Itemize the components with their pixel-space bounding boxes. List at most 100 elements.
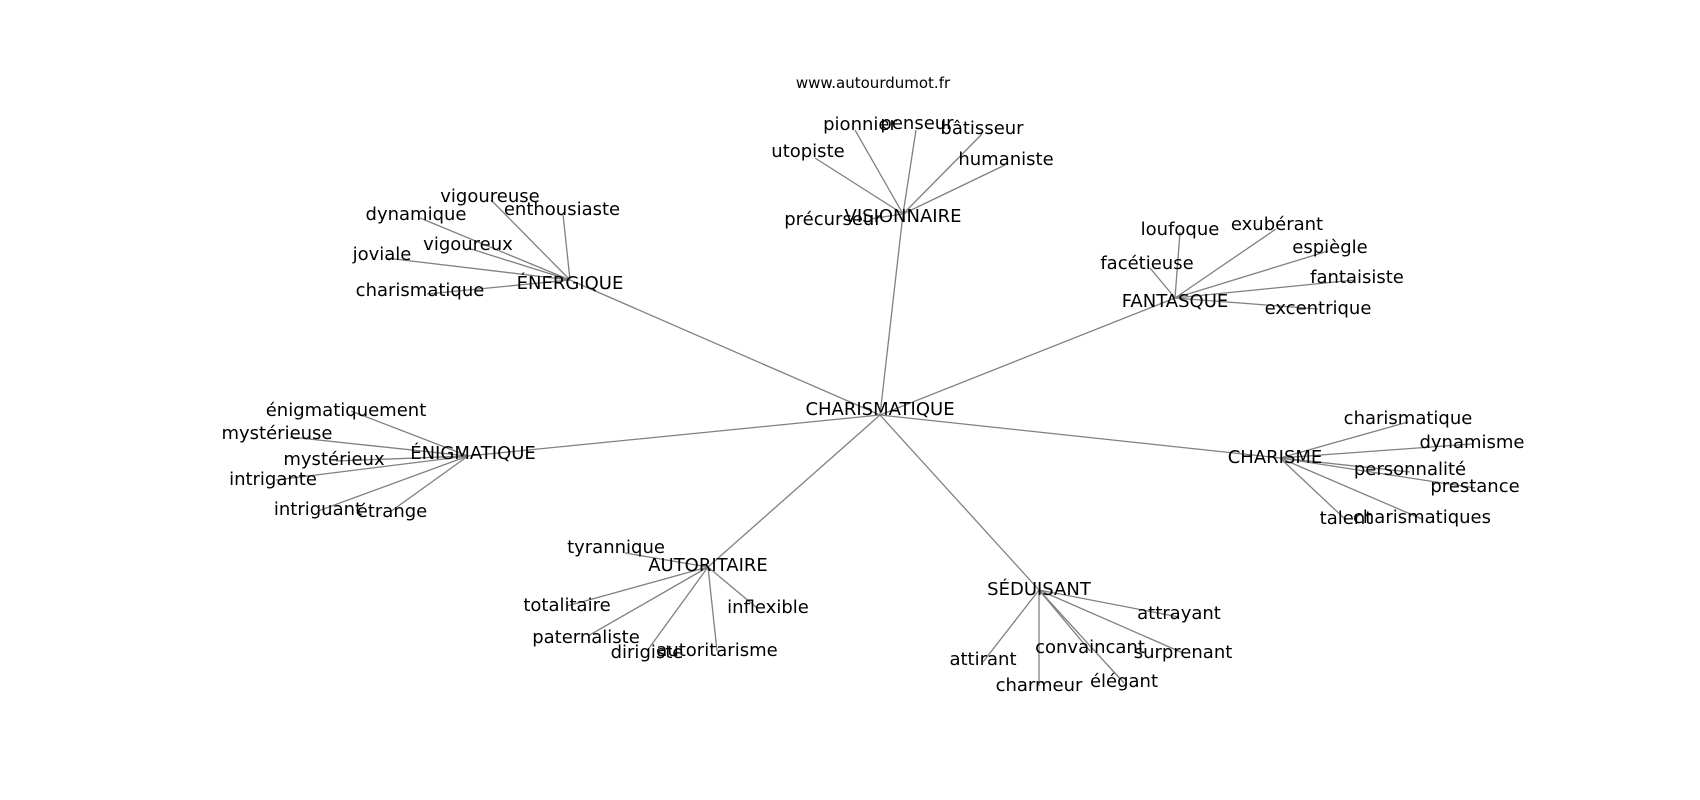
edge-seduisant-to-elegant bbox=[1038, 589, 1125, 684]
node-word-enthousiaste: enthousiaste bbox=[504, 199, 620, 220]
edge-enigmatique-to-intrigante bbox=[275, 455, 469, 481]
edge-center-to-charisme bbox=[879, 414, 1281, 459]
edge-autoritaire-to-dirigiste bbox=[646, 566, 709, 652]
edge-charisme-to-prestance bbox=[1279, 457, 1476, 489]
edge-charisme-to-charismatiques bbox=[1279, 457, 1423, 520]
node-word-loufoque: loufoque bbox=[1141, 219, 1220, 240]
edge-autoritaire-to-totalitaire bbox=[566, 566, 709, 607]
edge-energique-to-dynamique bbox=[419, 217, 571, 281]
node-word-penseur: penseur bbox=[880, 113, 954, 134]
edge-enigmatique-to-mysterieux bbox=[335, 455, 469, 462]
node-word-excentrique: excentrique bbox=[1265, 298, 1372, 319]
node-word-intriguant: intriguant bbox=[274, 499, 362, 520]
edge-center-to-seduisant bbox=[879, 414, 1040, 591]
node-word-joviale: joviale bbox=[352, 244, 412, 265]
node-word-autoritarisme: autoritarisme bbox=[656, 640, 777, 661]
node-word-charismatique: charismatique bbox=[356, 280, 485, 301]
edge-autoritaire-to-inflexible bbox=[707, 566, 758, 609]
node-word-paternaliste: paternaliste bbox=[532, 627, 640, 648]
node-word-espiegle: espiègle bbox=[1292, 237, 1367, 258]
node-word-dynamisme: dynamisme bbox=[1419, 432, 1524, 453]
node-word-exuberant: exubérant bbox=[1231, 214, 1323, 235]
node-word-utopiste: utopiste bbox=[771, 141, 844, 162]
edge-autoritaire-to-tyrannique bbox=[624, 552, 709, 568]
edge-enigmatique-to-enigmatiquement bbox=[350, 410, 469, 457]
edge-energique-to-enthousiaste bbox=[562, 213, 571, 281]
edge-energique-to-vigoureuse bbox=[490, 199, 571, 281]
node-word-charmeur: charmeur bbox=[996, 675, 1083, 696]
node-hub-enigmatique: ÉNIGMATIQUE bbox=[410, 442, 536, 464]
edge-charisme-to-charismatique bbox=[1279, 421, 1409, 459]
edge-visionnaire-to-batisseur bbox=[902, 133, 983, 215]
node-hub-energique: ÉNERGIQUE bbox=[517, 272, 624, 294]
node-word-humaniste: humaniste bbox=[958, 149, 1053, 170]
node-word-vigoureuse: vigoureuse bbox=[440, 186, 539, 207]
node-word-dynamique: dynamique bbox=[366, 204, 467, 225]
edge-center-to-energique bbox=[569, 279, 881, 416]
node-word-batisseur: bâtisseur bbox=[940, 118, 1024, 139]
edge-charisme-to-personnalite bbox=[1279, 457, 1411, 473]
node-word-charismatiques: charismatiques bbox=[1353, 507, 1491, 528]
source-watermark: www.autourdumot.fr bbox=[796, 74, 951, 92]
edge-seduisant-to-attrayant bbox=[1038, 589, 1180, 618]
node-hub-charisme: CHARISME bbox=[1228, 447, 1323, 468]
edge-energique-to-charismatique bbox=[426, 279, 571, 295]
edge-seduisant-to-surprenant bbox=[1038, 589, 1184, 654]
node-hub-visionnaire: VISIONNAIRE bbox=[845, 206, 962, 227]
edge-charisme-to-dynamisme bbox=[1279, 443, 1473, 459]
node-word-tyrannique: tyrannique bbox=[567, 537, 665, 558]
edge-autoritaire-to-autoritarisme bbox=[707, 566, 718, 652]
node-word-mysterieuse: mystérieuse bbox=[221, 423, 332, 444]
node-word-totalitaire: totalitaire bbox=[523, 595, 610, 616]
edge-enigmatique-to-etrange bbox=[389, 455, 469, 513]
node-hub-autoritaire: AUTORITAIRE bbox=[648, 555, 768, 576]
node-word-attirant: attirant bbox=[949, 649, 1016, 670]
edge-visionnaire-to-penseur bbox=[902, 129, 917, 215]
node-word-dirigiste: dirigiste bbox=[611, 642, 684, 663]
edge-visionnaire-to-utopiste bbox=[814, 157, 904, 215]
node-word-pionnier: pionnier bbox=[823, 114, 897, 135]
node-word-attrayant: attrayant bbox=[1137, 603, 1221, 624]
edge-fantasque-to-facetieuse bbox=[1149, 267, 1176, 299]
node-word-convaincant: convaincant bbox=[1035, 637, 1145, 658]
node-word-fantaisiste: fantaisiste bbox=[1310, 267, 1404, 288]
node-word-vigoureux: vigoureux bbox=[423, 234, 513, 255]
graph-labels: CHARISMATIQUE VISIONNAIRE pionnierpenseurb… bbox=[221, 113, 1524, 696]
edge-visionnaire-to-precurseur bbox=[869, 213, 904, 220]
edge-center-to-enigmatique bbox=[467, 414, 881, 457]
edge-seduisant-to-attirant bbox=[982, 589, 1040, 663]
edge-energique-to-vigoureux bbox=[470, 248, 571, 281]
node-word-etrange: étrange bbox=[357, 501, 427, 522]
node-hub-seduisant: SÉDUISANT bbox=[987, 578, 1092, 600]
edge-fantasque-to-excentrique bbox=[1174, 297, 1319, 310]
node-word-facetieuse: facétieuse bbox=[1100, 253, 1193, 274]
edge-autoritaire-to-paternaliste bbox=[587, 566, 709, 637]
node-word-charismatique: charismatique bbox=[1344, 408, 1473, 429]
node-word-intrigante: intrigante bbox=[229, 469, 317, 490]
node-hub-fantasque: FANTASQUE bbox=[1122, 291, 1229, 312]
edge-fantasque-to-fantaisiste bbox=[1174, 279, 1356, 299]
edge-enigmatique-to-intriguant bbox=[317, 455, 469, 512]
node-word-elegant: élégant bbox=[1090, 671, 1158, 692]
edge-charisme-to-talent bbox=[1279, 457, 1347, 521]
edge-visionnaire-to-pionnier bbox=[854, 129, 904, 215]
node-word-prestance: prestance bbox=[1430, 476, 1519, 497]
edge-center-to-fantasque bbox=[879, 297, 1176, 416]
node-word-enigmatiquement: énigmatiquement bbox=[266, 400, 427, 421]
node-center: CHARISMATIQUE bbox=[805, 399, 954, 420]
edge-fantasque-to-exuberant bbox=[1174, 228, 1277, 299]
node-word-surprenant: surprenant bbox=[1134, 642, 1233, 663]
edge-energique-to-joviale bbox=[385, 257, 571, 281]
edge-fantasque-to-espiegle bbox=[1174, 250, 1329, 299]
edge-visionnaire-to-humaniste bbox=[902, 164, 1006, 215]
edge-fantasque-to-loufoque bbox=[1174, 231, 1181, 299]
node-word-mysterieux: mystérieux bbox=[283, 449, 385, 470]
node-word-precurseur: précurseur bbox=[784, 209, 882, 230]
edge-enigmatique-to-mysterieuse bbox=[289, 436, 469, 457]
node-word-inflexible: inflexible bbox=[727, 597, 809, 618]
edge-center-to-autoritaire bbox=[707, 414, 881, 568]
node-word-personnalite: personnalité bbox=[1354, 459, 1466, 480]
graph-edges bbox=[275, 129, 1476, 686]
edge-center-to-visionnaire bbox=[879, 213, 904, 416]
